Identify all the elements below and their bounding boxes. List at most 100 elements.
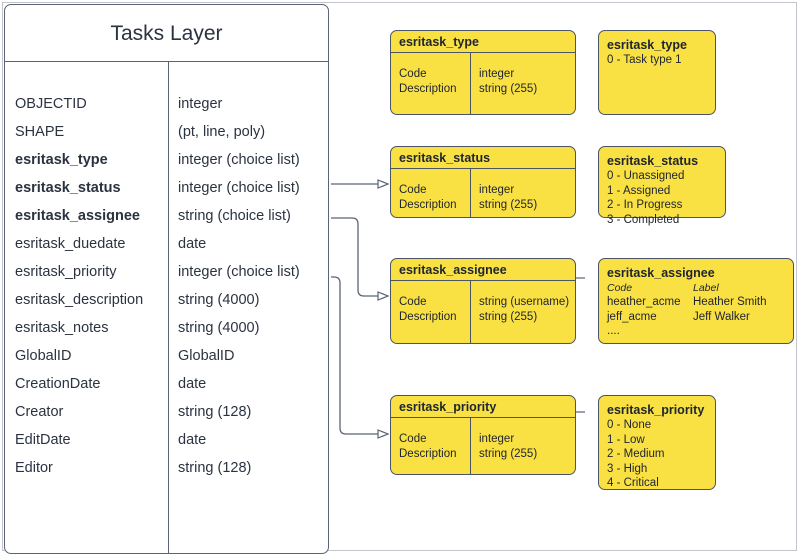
value-code: jeff_acme [607, 310, 657, 323]
value-label: Jeff Walker [693, 310, 750, 323]
field-row: CreationDate date [5, 370, 328, 398]
value-label: Heather Smith [693, 296, 767, 308]
field-name: esritask_description [15, 292, 144, 308]
domain-table-divider [470, 53, 472, 114]
value-box-esritask-assignee[interactable]: esritask_assignee Code Label heather_acm… [598, 258, 794, 344]
value-code: heather_acme [607, 296, 681, 308]
domain-row-label: Code [399, 184, 427, 196]
field-row: OBJECTID integer [5, 90, 328, 118]
field-type: string (choice list) [178, 208, 291, 224]
domain-table-body: Code Description integer string (255) [391, 169, 575, 217]
field-type: date [178, 236, 207, 252]
field-row: esritask_duedate date [5, 230, 328, 258]
domain-table-divider [470, 418, 472, 474]
value-box-line: 1 - Assigned [607, 184, 671, 197]
domain-table-title: esritask_type [391, 31, 575, 53]
domain-table-types: integer string (255) [479, 67, 537, 96]
domain-row-label: Description [399, 310, 457, 323]
domain-table-title: esritask_assignee [391, 259, 575, 281]
field-type: string (4000) [178, 292, 260, 308]
domain-table-types: integer string (255) [479, 432, 537, 461]
domain-row-label: Description [399, 82, 457, 95]
field-name: OBJECTID [15, 96, 87, 112]
domain-row-label: Description [399, 198, 457, 211]
domain-table-divider [470, 169, 472, 217]
domain-row-type: string (username) [479, 296, 570, 308]
value-box-esritask-type[interactable]: esritask_type 0 - Task type 1 [598, 30, 716, 115]
field-type: integer (choice list) [178, 152, 300, 168]
value-box-line: 0 - Unassigned [607, 170, 685, 182]
field-row: esritask_assignee string (choice list) [5, 202, 328, 230]
field-name: Creator [15, 404, 64, 420]
field-type: date [178, 376, 207, 392]
field-type: (pt, line, poly) [178, 124, 266, 140]
field-type: integer (choice list) [178, 180, 300, 196]
domain-table-types: integer string (255) [479, 183, 537, 212]
value-box-line: 2 - Medium [607, 448, 665, 460]
domain-table-esritask-priority[interactable]: esritask_priority Code Description integ… [390, 395, 576, 475]
value-box-ellipsis-row: .... [607, 324, 785, 339]
field-row: esritask_status integer (choice list) [5, 174, 328, 202]
value-box-line: 0 - None [607, 419, 652, 431]
value-box-row: heather_acme Heather Smith [607, 295, 785, 310]
domain-table-types: string (username) string (255) [479, 295, 569, 324]
domain-table-body: Code Description integer string (255) [391, 53, 575, 114]
value-box-line: 4 - Critical [607, 477, 659, 489]
domain-row-label: Description [399, 447, 457, 460]
field-type: string (4000) [178, 320, 260, 336]
field-type: integer (choice list) [178, 264, 300, 280]
field-row: Creator string (128) [5, 398, 328, 426]
field-name: SHAPE [15, 124, 65, 140]
field-name: esritask_assignee [15, 208, 140, 224]
field-name: esritask_status [15, 180, 121, 196]
field-row: esritask_notes string (4000) [5, 314, 328, 342]
domain-table-body: Code Description integer string (255) [391, 418, 575, 474]
domain-row-type: integer [479, 433, 515, 445]
field-type: GlobalID [178, 348, 235, 364]
page-title: Tasks Layer [5, 5, 328, 62]
value-box-title: esritask_assignee [607, 266, 715, 280]
field-type: date [178, 432, 207, 448]
value-box-row: jeff_acme Jeff Walker [607, 310, 785, 325]
value-ellipsis: .... [607, 325, 620, 337]
field-row: SHAPE (pt, line, poly) [5, 118, 328, 146]
domain-row-type: integer [479, 184, 515, 196]
domain-table-labels: Code Description [399, 67, 457, 96]
domain-row-type: string (255) [479, 198, 538, 211]
domain-table-title: esritask_priority [391, 396, 575, 418]
domain-row-type: string (255) [479, 447, 538, 460]
value-box-esritask-status[interactable]: esritask_status 0 - Unassigned 1 - Assig… [598, 146, 726, 226]
value-col-header-code: Code [607, 282, 633, 294]
field-name: esritask_notes [15, 320, 109, 336]
value-box-line: 1 - Low [607, 433, 645, 446]
field-type: integer [178, 96, 223, 112]
domain-row-type: integer [479, 68, 515, 80]
value-box-columns: Code Label heather_acme Heather Smith je… [607, 281, 785, 339]
domain-table-esritask-type[interactable]: esritask_type Code Description integer s… [390, 30, 576, 115]
domain-table-divider [470, 281, 472, 343]
field-type: string (128) [178, 404, 252, 420]
value-box-title: esritask_status [607, 154, 699, 168]
domain-table-esritask-status[interactable]: esritask_status Code Description integer… [390, 146, 576, 218]
field-name: CreationDate [15, 376, 101, 392]
value-box-title: esritask_type [607, 38, 687, 52]
domain-table-esritask-assignee[interactable]: esritask_assignee Code Description strin… [390, 258, 576, 344]
domain-table-labels: Code Description [399, 295, 457, 324]
value-box-line: 3 - Completed [607, 213, 680, 226]
field-row: GlobalID GlobalID [5, 342, 328, 370]
field-name: EditDate [15, 432, 71, 448]
value-box-line: 2 - In Progress [607, 199, 683, 211]
field-name: GlobalID [15, 348, 72, 364]
domain-table-body: Code Description string (username) strin… [391, 281, 575, 343]
field-name: esritask_duedate [15, 236, 126, 252]
field-row: EditDate date [5, 426, 328, 454]
value-box-line: 0 - Task type 1 [607, 54, 682, 66]
entity-column-divider [168, 62, 170, 553]
value-box-header-row: Code Label [607, 281, 785, 295]
field-type: string (128) [178, 460, 252, 476]
value-box-esritask-priority[interactable]: esritask_priority 0 - None 1 - Low 2 - M… [598, 395, 716, 490]
